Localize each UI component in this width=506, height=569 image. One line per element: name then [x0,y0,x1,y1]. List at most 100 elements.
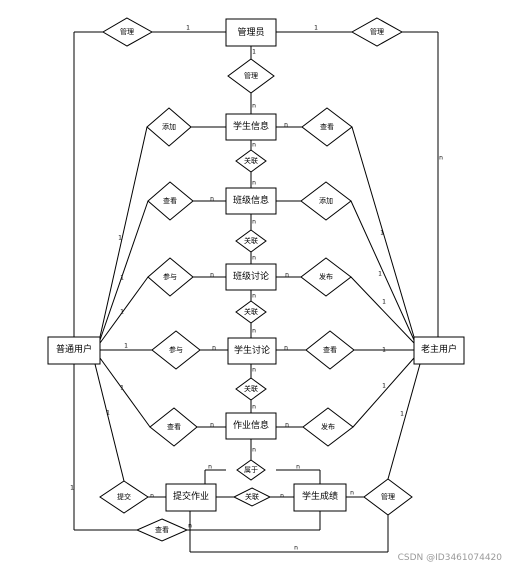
relation-relate-5: 关联 [232,487,272,507]
svg-text:管理: 管理 [381,492,395,501]
entity-admin: 管理员 [225,18,277,47]
svg-text:1: 1 [314,25,318,32]
svg-text:查看: 查看 [155,525,169,534]
svg-text:n: n [252,404,256,411]
relation-belong: 属于 [236,459,266,481]
svg-text:n: n [210,196,214,203]
svg-text:查看: 查看 [323,345,337,354]
entity-normal-user: 普通用户 [47,336,101,365]
relation-manage-top-left: 管理 [102,17,154,47]
entity-teacher-user: 老主用户 [413,336,465,365]
relation-relate-2: 关联 [235,229,267,253]
svg-text:n: n [284,122,288,129]
svg-text:n: n [188,523,192,530]
svg-text:1: 1 [186,25,190,32]
svg-text:1: 1 [70,485,74,492]
svg-text:查看: 查看 [163,196,177,205]
svg-text:关联: 关联 [245,492,259,501]
svg-text:学生讨论: 学生讨论 [234,344,270,356]
svg-text:学生成绩: 学生成绩 [302,490,338,502]
relation-add-student-info: 添加 [146,107,192,147]
svg-text:发布: 发布 [321,422,335,431]
svg-text:查看: 查看 [320,122,334,131]
entity-student-score: 学生成绩 [293,483,347,512]
relation-relate-1: 关联 [235,149,267,173]
relation-manage-score: 管理 [363,478,413,516]
svg-text:n: n [284,345,288,352]
entity-class-discussion: 班级讨论 [225,263,277,291]
svg-text:1: 1 [400,411,404,418]
svg-text:n: n [252,219,256,226]
svg-text:n: n [285,422,289,429]
svg-text:n: n [252,328,256,335]
relation-add-class-info: 添加 [300,181,352,221]
svg-text:作业信息: 作业信息 [233,419,269,431]
svg-text:1: 1 [382,347,386,354]
relation-manage-student-info: 管理 [227,58,275,94]
svg-text:n: n [252,293,256,300]
svg-text:班级信息: 班级信息 [233,194,269,206]
svg-text:1: 1 [382,383,386,390]
svg-text:1: 1 [120,275,124,282]
svg-text:n: n [285,272,289,279]
svg-text:管理: 管理 [370,27,384,36]
svg-text:提交: 提交 [117,492,131,501]
relation-manage-top-right: 管理 [350,17,404,47]
svg-text:n: n [296,464,300,471]
svg-text:管理: 管理 [120,27,134,36]
svg-text:n: n [150,493,154,500]
entity-class-info: 班级信息 [225,187,277,215]
svg-text:提交作业: 提交作业 [173,490,209,502]
svg-text:1: 1 [106,410,110,417]
svg-text:关联: 关联 [244,156,258,165]
svg-text:n: n [210,422,214,429]
svg-text:参与: 参与 [169,345,183,354]
svg-text:关联: 关联 [244,384,258,393]
svg-text:1: 1 [120,385,124,392]
svg-text:管理员: 管理员 [237,26,264,38]
relation-relate-4: 关联 [235,377,267,401]
svg-text:n: n [294,545,298,552]
svg-text:n: n [252,255,256,262]
relation-join-student-discussion: 参与 [151,330,201,370]
relation-publish-class-discussion: 发布 [300,257,352,297]
svg-text:1: 1 [252,49,256,56]
svg-text:n: n [208,464,212,471]
svg-text:添加: 添加 [162,122,176,131]
entity-homework: 作业信息 [225,412,277,440]
relation-view-homework: 查看 [149,407,198,447]
relation-view-student-discussion: 查看 [305,330,355,370]
svg-text:关联: 关联 [244,236,258,245]
watermark: CSDN @ID3461074420 [398,553,503,563]
svg-text:n: n [210,272,214,279]
svg-text:n: n [212,345,216,352]
svg-text:n: n [350,490,354,497]
svg-text:n: n [252,180,256,187]
relation-view-student-info: 查看 [301,107,353,147]
svg-text:1: 1 [124,343,128,350]
svg-text:老主用户: 老主用户 [421,343,457,355]
svg-text:1: 1 [378,271,382,278]
svg-text:班级讨论: 班级讨论 [233,270,269,282]
svg-text:1: 1 [382,299,386,306]
svg-text:学生信息: 学生信息 [233,120,269,132]
entity-student-discussion: 学生讨论 [227,337,277,365]
svg-text:n: n [439,155,443,162]
svg-text:n: n [280,493,284,500]
svg-text:添加: 添加 [319,196,333,205]
edges [73,31,439,553]
relation-view-bottom: 查看 [135,518,189,542]
svg-text:1: 1 [120,309,124,316]
relation-publish-homework: 发布 [302,407,354,447]
entity-submit-homework: 提交作业 [165,483,217,512]
relation-submit: 提交 [99,480,149,514]
svg-text:1: 1 [380,230,384,237]
svg-text:n: n [252,103,256,110]
svg-text:n: n [252,142,256,149]
relation-relate-3: 关联 [235,300,267,324]
relation-join-class-discussion: 参与 [147,257,194,297]
svg-text:管理: 管理 [244,71,258,80]
cardinality-labels: 1 1 1 n n n n n n n n n n n 1 1 1 1 1 1 … [70,25,443,552]
svg-text:n: n [252,367,256,374]
